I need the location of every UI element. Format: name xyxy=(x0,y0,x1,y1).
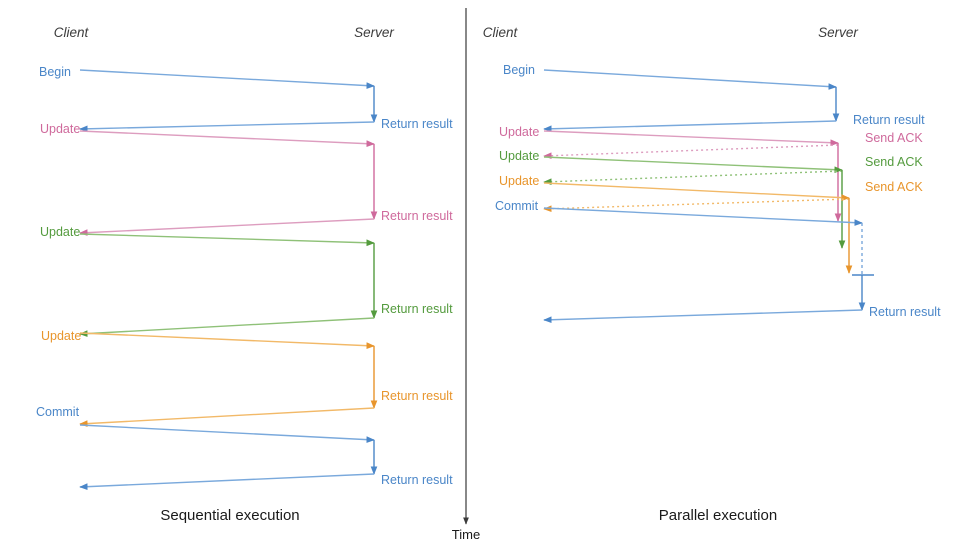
parallel-ack-green-2 xyxy=(543,170,843,186)
response-arrow-orange-3 xyxy=(79,407,375,427)
sequential-request-label-0: Begin xyxy=(39,65,71,79)
response-arrow-pink-1 xyxy=(79,218,375,236)
request-arrow-orange-3 xyxy=(79,332,375,350)
parallel-response-label-0: Return result xyxy=(853,113,925,127)
sequential-response-label-2: Return result xyxy=(381,302,453,316)
sequential-request-label-3: Update xyxy=(41,329,82,343)
parallel-response-label-1: Send ACK xyxy=(865,131,923,145)
parallel-response-label-3: Send ACK xyxy=(865,180,923,194)
parallel-response-blue xyxy=(543,120,837,133)
time-axis-label: Time xyxy=(451,527,481,540)
parallel-request-orange-3 xyxy=(543,182,850,201)
parallel-request-pink-1 xyxy=(543,130,839,147)
sequential-response-label-0: Return result xyxy=(381,117,453,131)
parallel-request-label-2: Update xyxy=(499,149,540,163)
parallel-request-label-3: Update xyxy=(499,174,540,188)
request-arrow-blue-0 xyxy=(79,69,375,89)
sequential-caption: Sequential execution xyxy=(160,507,300,524)
parallel-commit-response-label: Return result xyxy=(869,305,941,319)
parallel-ack-orange-3 xyxy=(543,198,850,213)
parallel-response-label-2: Send ACK xyxy=(865,155,923,169)
request-arrow-blue-4 xyxy=(79,424,375,443)
parallel-server-role-label: Server xyxy=(818,25,858,40)
sequential-request-label-4: Commit xyxy=(36,405,80,419)
parallel-ack-pink-1 xyxy=(543,144,839,160)
parallel-caption: Parallel execution xyxy=(658,507,778,524)
request-arrow-green-2 xyxy=(79,233,375,247)
parallel-request-label-0: Begin xyxy=(503,63,535,77)
sequential-response-label-3: Return result xyxy=(381,389,453,403)
parallel-commit-response xyxy=(543,309,863,324)
sequential-panel-graphics xyxy=(79,69,378,491)
parallel-commit-label: Commit xyxy=(495,199,539,213)
parallel-commit-request xyxy=(543,207,863,227)
response-arrow-blue-4 xyxy=(79,473,375,491)
response-arrow-green-2 xyxy=(79,317,375,337)
parallel-request-green-2 xyxy=(543,156,843,174)
sequential-response-label-4: Return result xyxy=(381,473,453,487)
sequential-request-label-1: Update xyxy=(40,122,81,136)
sequential-response-label-1: Return result xyxy=(381,209,453,223)
parallel-panel-graphics xyxy=(543,69,874,324)
sequential-request-label-2: Update xyxy=(40,225,81,239)
sequential-server-role-label: Server xyxy=(354,25,394,40)
sequential-client-role-label: Client xyxy=(53,25,89,40)
parallel-request-blue-0 xyxy=(543,69,837,90)
request-arrow-pink-1 xyxy=(79,130,375,148)
response-arrow-blue-0 xyxy=(79,121,375,133)
parallel-client-role-label: Client xyxy=(482,25,518,40)
parallel-request-label-1: Update xyxy=(499,125,540,139)
